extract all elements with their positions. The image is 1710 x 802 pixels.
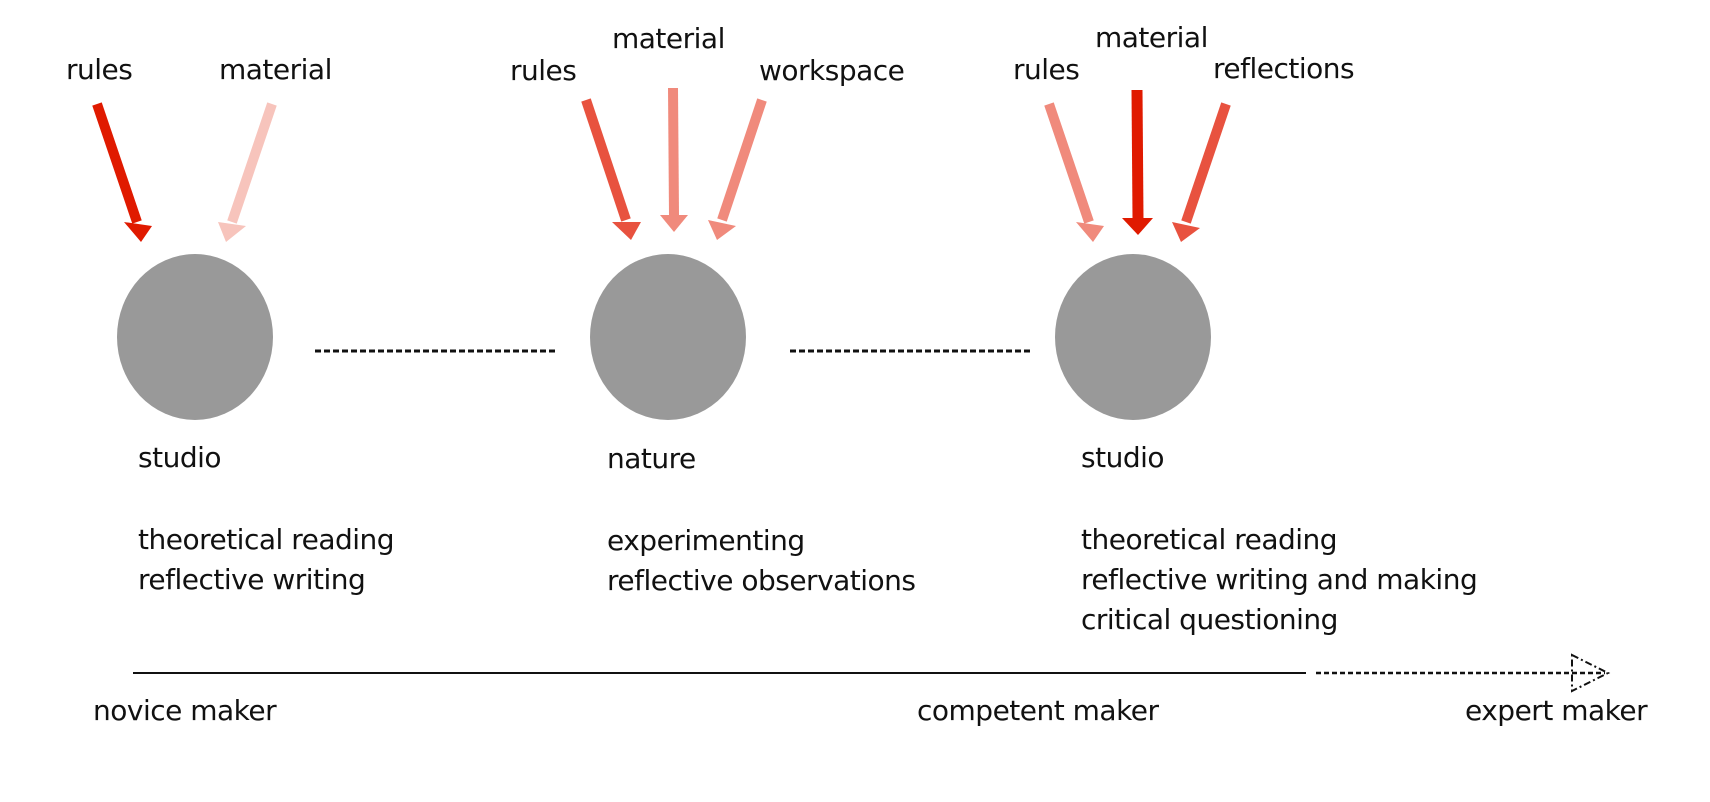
stage1-name: studio bbox=[138, 441, 222, 474]
activity-item: reflective writing bbox=[138, 563, 366, 596]
stage2-input-material: material bbox=[612, 22, 725, 55]
timeline-start-label: novice maker bbox=[93, 694, 277, 727]
stage2-input-rules: rules bbox=[510, 54, 577, 87]
stage2-input-workspace: workspace bbox=[759, 54, 905, 87]
activity-item: experimenting bbox=[607, 524, 805, 557]
arrow-stage1-rules bbox=[92, 102, 152, 242]
stage1-node bbox=[117, 254, 273, 420]
activity-item: theoretical reading bbox=[1081, 523, 1338, 556]
activity-item: theoretical reading bbox=[138, 523, 395, 556]
stage3-input-reflections: reflections bbox=[1213, 52, 1355, 85]
stage3-name: studio bbox=[1081, 441, 1165, 474]
stage1-input-material: material bbox=[219, 53, 332, 86]
arrow-stage1-material bbox=[218, 102, 277, 242]
arrow-stage3-rules bbox=[1044, 102, 1104, 242]
arrow-stage3-material bbox=[1122, 89, 1153, 235]
arrow-stage3-reflections bbox=[1172, 102, 1231, 242]
stage1-input-rules: rules bbox=[66, 53, 133, 86]
timeline-end-label: expert maker bbox=[1465, 694, 1648, 727]
stage3-node bbox=[1055, 254, 1211, 420]
activity-item: reflective observations bbox=[607, 564, 916, 597]
stage2-name: nature bbox=[607, 442, 696, 475]
arrow-stage2-workspace bbox=[708, 98, 767, 240]
stage3-input-rules: rules bbox=[1013, 53, 1080, 86]
stage1-activities: theoretical reading reflective writing bbox=[138, 520, 395, 600]
timeline-middle-label: competent maker bbox=[917, 694, 1159, 727]
activity-item: critical questioning bbox=[1081, 603, 1338, 636]
activity-item: reflective writing and making bbox=[1081, 563, 1478, 596]
stage2-activities: experimenting reflective observations bbox=[607, 521, 916, 601]
timeline-arrowhead-icon bbox=[1571, 653, 1611, 693]
stage2-node bbox=[590, 254, 746, 420]
stage3-input-material: material bbox=[1095, 21, 1208, 54]
arrow-stage2-material bbox=[660, 87, 688, 232]
arrow-stage2-rules bbox=[581, 98, 641, 240]
stage3-activities: theoretical reading reflective writing a… bbox=[1081, 520, 1478, 640]
